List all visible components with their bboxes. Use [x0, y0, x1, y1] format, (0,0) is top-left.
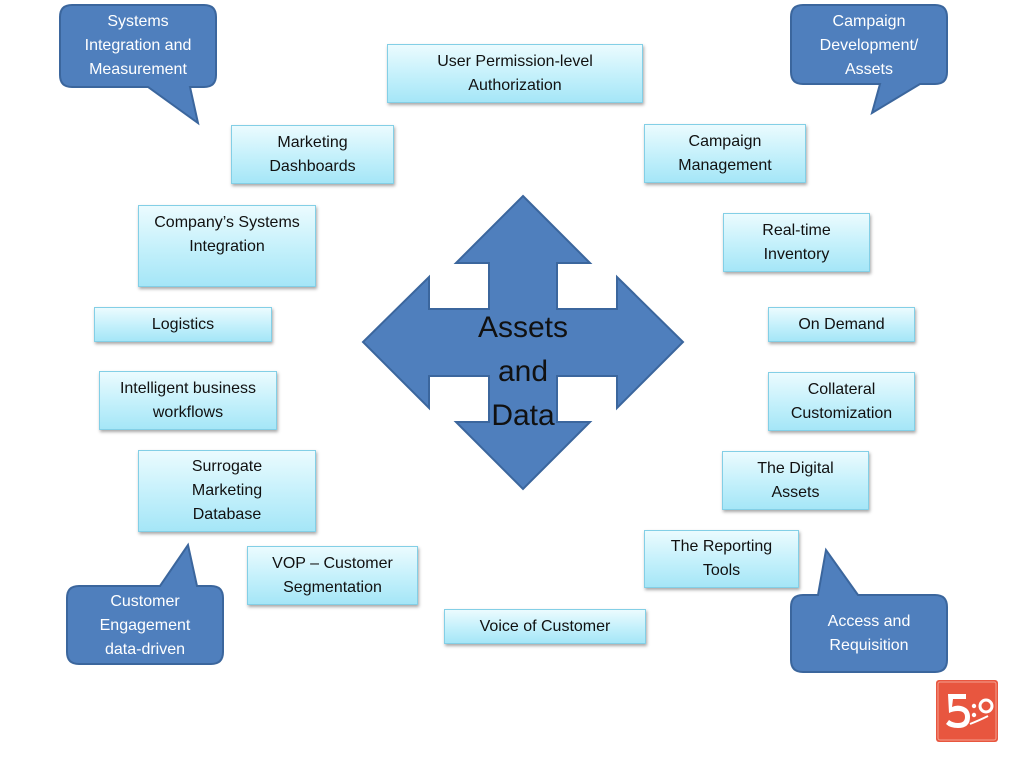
box-line: User Permission-level: [437, 52, 593, 70]
box-vop-customer-segmentation: VOP – Customer Segmentation: [247, 546, 418, 605]
callout-line: Measurement: [89, 61, 187, 78]
box-line: Dashboards: [269, 157, 356, 175]
box-line: Tools: [702, 562, 741, 579]
box-logistics: Logistics: [94, 307, 272, 342]
callout-line: Requisition: [829, 637, 909, 654]
box-line: Authorization: [468, 76, 562, 94]
box-line: Company’s Systems: [154, 214, 300, 231]
box-campaign-management: Campaign Management: [644, 124, 806, 183]
center-label-line: Data: [491, 399, 555, 432]
box-line: The Digital: [757, 459, 834, 477]
box-line: Segmentation: [283, 578, 382, 596]
box-collateral-customization: Collateral Customization: [768, 372, 915, 431]
center-label: Assets and Data: [468, 306, 578, 438]
box-line: Database: [192, 506, 262, 523]
callout-line: Integration and: [84, 37, 192, 54]
box-line: Inventory: [763, 245, 830, 263]
box-line: Assets: [771, 483, 820, 501]
box-digital-assets: The Digital Assets: [722, 451, 869, 510]
callout-systems-integration-shape: [59, 4, 217, 126]
callout-line: Customer: [110, 593, 180, 610]
box-line: Voice of Customer: [479, 617, 611, 635]
callout-line: Access and: [827, 613, 911, 630]
callout-systems-integration: Systems Integration and Measurement: [62, 8, 214, 84]
callout-line: Systems: [107, 13, 169, 30]
box-voice-of-customer: Voice of Customer: [444, 609, 646, 644]
box-line: The Reporting: [670, 538, 773, 555]
box-intelligent-business-workflows: Intelligent business workflows: [99, 371, 277, 430]
callout-line: Assets: [844, 61, 893, 78]
box-line: Integration: [189, 238, 265, 255]
callout-access-requisition: Access and Requisition: [793, 597, 945, 671]
box-on-demand: On Demand: [768, 307, 915, 342]
box-line: workflows: [152, 403, 224, 421]
callout-customer-engagement-shape: [66, 542, 224, 665]
callout-line: Development/: [819, 37, 919, 54]
center-label-line: Assets: [477, 311, 569, 344]
callout-access-requisition-shape: [790, 547, 948, 673]
box-marketing-dashboards: Marketing Dashboards: [231, 125, 394, 184]
box-surrogate-marketing-database: Surrogate Marketing Database: [138, 450, 316, 532]
box-line: Collateral: [807, 380, 876, 398]
box-line: Customization: [790, 404, 893, 422]
box-line: Management: [678, 156, 772, 174]
callout-customer-engagement: Customer Engagement data-driven: [69, 588, 221, 664]
box-reporting-tools: The Reporting Tools: [644, 530, 799, 588]
callout-line: data-driven: [104, 641, 186, 658]
box-line: Surrogate: [191, 458, 263, 475]
box-line: Marketing: [277, 133, 348, 151]
logo-5o-icon: [936, 680, 998, 742]
box-line: Marketing: [191, 482, 263, 499]
box-realtime-inventory: Real-time Inventory: [723, 213, 870, 272]
callout-campaign-development-shape: [790, 4, 948, 116]
callout-line: Campaign: [832, 13, 906, 30]
callout-line: Engagement: [99, 617, 191, 634]
box-user-permission-authorization: User Permission-level Authorization: [387, 44, 643, 103]
four-way-arrow-icon: [361, 194, 685, 491]
box-company-systems-integration: Company’s Systems Integration: [138, 205, 316, 287]
center-label-line: and: [497, 355, 549, 388]
box-line: Intelligent business: [119, 379, 257, 397]
box-line: Logistics: [151, 315, 215, 333]
callout-campaign-development: Campaign Development/ Assets: [793, 8, 945, 84]
box-line: Real-time: [762, 221, 831, 239]
box-line: On Demand: [798, 315, 885, 333]
box-line: Campaign: [688, 132, 762, 150]
box-line: VOP – Customer: [272, 554, 393, 572]
